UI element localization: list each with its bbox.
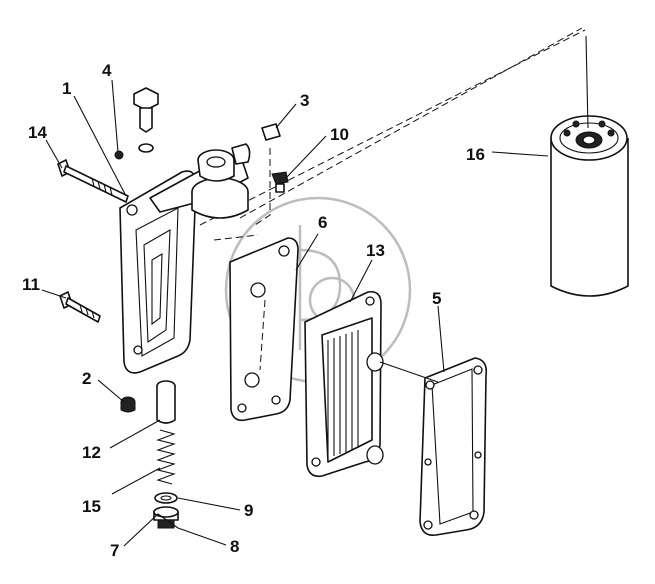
bolt-11 [59, 291, 101, 323]
callout-6: 6 [318, 213, 327, 232]
callout-7: 7 [110, 541, 119, 560]
oil-filter [550, 115, 629, 297]
callout-14: 14 [28, 123, 47, 142]
callout-13: 13 [366, 241, 385, 260]
plug-2 [120, 396, 136, 413]
callout-12: 12 [82, 443, 101, 462]
callout-2: 2 [82, 369, 91, 388]
callout-15: 15 [82, 497, 101, 516]
callout-labels: 16 1 14 4 3 10 11 2 12 15 9 8 7 6 13 5 [22, 61, 485, 560]
callout-1: 1 [62, 79, 71, 98]
cooler-housing [119, 143, 251, 374]
oil-cooler-core [304, 290, 384, 478]
bolt-and-washer-4 [114, 87, 159, 160]
bolt-14 [57, 159, 129, 203]
leader-lines [41, 35, 589, 547]
callout-4: 4 [102, 61, 112, 80]
housing-gasket [229, 237, 299, 422]
cover-gasket [419, 357, 488, 537]
callout-10: 10 [330, 125, 349, 144]
callout-16: 16 [466, 145, 485, 164]
spring [156, 429, 176, 485]
washer-9 [154, 492, 178, 504]
plug-3 [261, 123, 281, 141]
bolt-10 [271, 171, 289, 193]
valve-plunger [156, 380, 176, 424]
callout-3: 3 [300, 91, 309, 110]
alignment-lines [199, 27, 586, 241]
callout-8: 8 [230, 537, 239, 556]
callout-9: 9 [244, 501, 253, 520]
callout-11: 11 [22, 275, 40, 294]
callout-5: 5 [432, 289, 441, 308]
